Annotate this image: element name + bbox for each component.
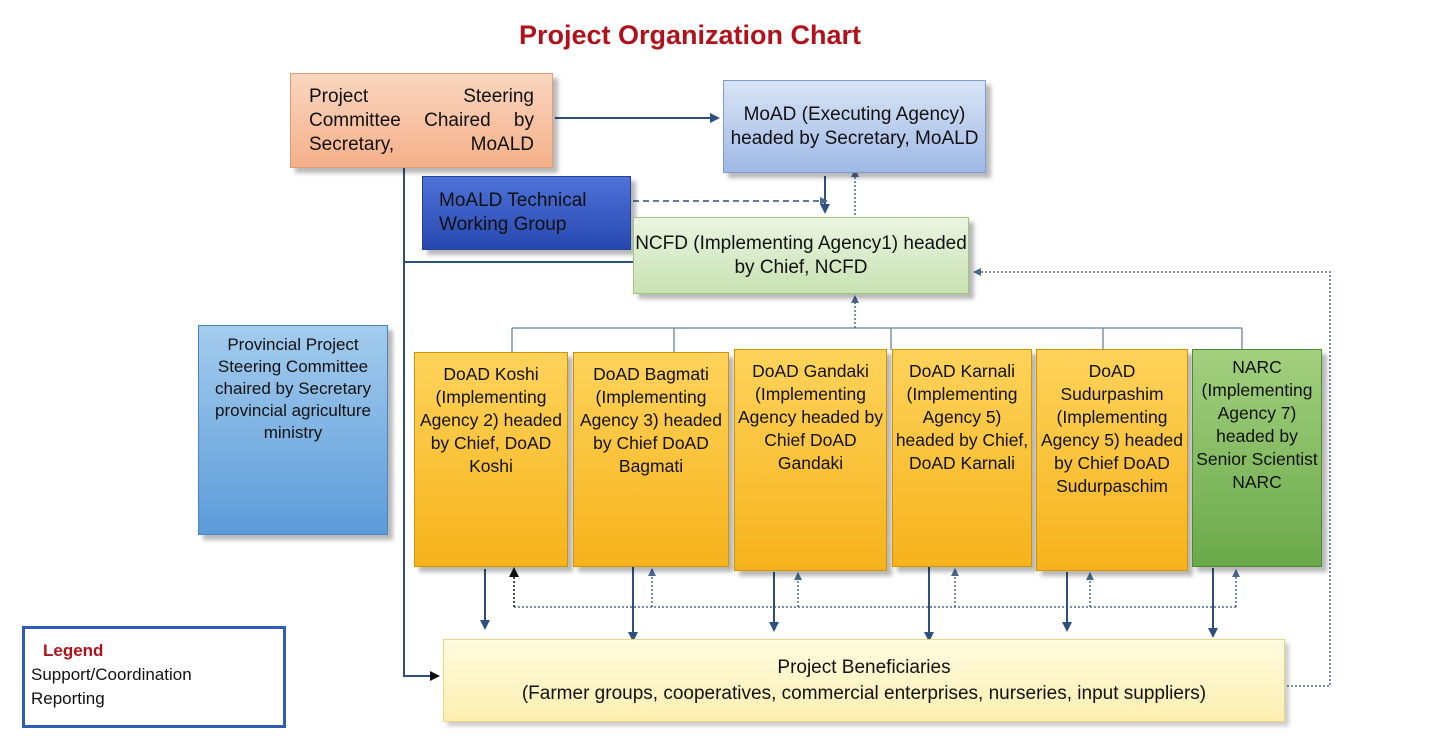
agency-text-sudurpashim: DoAD Sudurpashim (Implementing Agency 5)… — [1040, 361, 1184, 496]
provincial-committee-box: Provincial Project Steering Committee ch… — [198, 325, 388, 535]
beneficiaries-to-ncfd-report — [973, 268, 1331, 687]
steering-to-beneficiaries-line — [403, 165, 440, 681]
technical-working-group-box: MoALD Technical Working Group — [422, 176, 631, 250]
moad-text: MoAD (Executing Agency) headed by Secret… — [730, 103, 979, 149]
provincial-committee-text: Provincial Project Steering Committee ch… — [215, 335, 371, 442]
agency-text-koshi: DoAD Koshi (Implementing Agency 2) heade… — [419, 364, 563, 476]
agency-text-gandaki: DoAD Gandaki (Implementing Agency headed… — [738, 361, 883, 473]
agency-text-bagmati: DoAD Bagmati (Implementing Agency 3) hea… — [579, 364, 723, 476]
agency-text-narc: NARC (Implementing Agency 7) headed by S… — [1196, 357, 1318, 492]
chart-title: Project Organization Chart — [518, 20, 862, 50]
beneficiaries-subtitle: (Farmer groups, cooperatives, commercial… — [521, 682, 1207, 704]
steering-committee-text: Project Steering Committee Chaired by Se… — [309, 85, 534, 155]
beneficiaries-title: Project Beneficiaries — [777, 656, 951, 678]
agency-box-narc: NARC (Implementing Agency 7) headed by S… — [1192, 349, 1322, 567]
technical-working-group-text: MoALD Technical Working Group — [439, 190, 587, 235]
steering-committee-box: Project Steering Committee Chaired by Se… — [290, 73, 553, 168]
agency-box-koshi: DoAD Koshi (Implementing Agency 2) heade… — [414, 352, 568, 567]
agency-box-gandaki: DoAD Gandaki (Implementing Agency headed… — [734, 349, 887, 571]
ncfd-box: NCFD (Implementing Agency1) headed by Ch… — [633, 217, 969, 294]
legend-item-support: Support/Coordination — [31, 665, 192, 684]
agency-text-karnali: DoAD Karnali (Implementing Agency 5) hea… — [895, 361, 1029, 473]
legend-title: Legend — [43, 641, 104, 660]
ncfd-text: NCFD (Implementing Agency1) headed by Ch… — [635, 232, 967, 278]
beneficiaries-box: Project Beneficiaries (Farmer groups, co… — [443, 639, 1285, 722]
legend-item-reporting: Reporting — [31, 689, 105, 708]
agency-box-karnali: DoAD Karnali (Implementing Agency 5) hea… — [892, 349, 1032, 567]
agency-box-bagmati: DoAD Bagmati (Implementing Agency 3) hea… — [573, 352, 729, 567]
moad-box: MoAD (Executing Agency) headed by Secret… — [723, 80, 986, 173]
legend-box: Legend Support/Coordination Reporting — [22, 626, 286, 728]
agency-box-sudurpashim: DoAD Sudurpashim (Implementing Agency 5)… — [1036, 349, 1188, 571]
